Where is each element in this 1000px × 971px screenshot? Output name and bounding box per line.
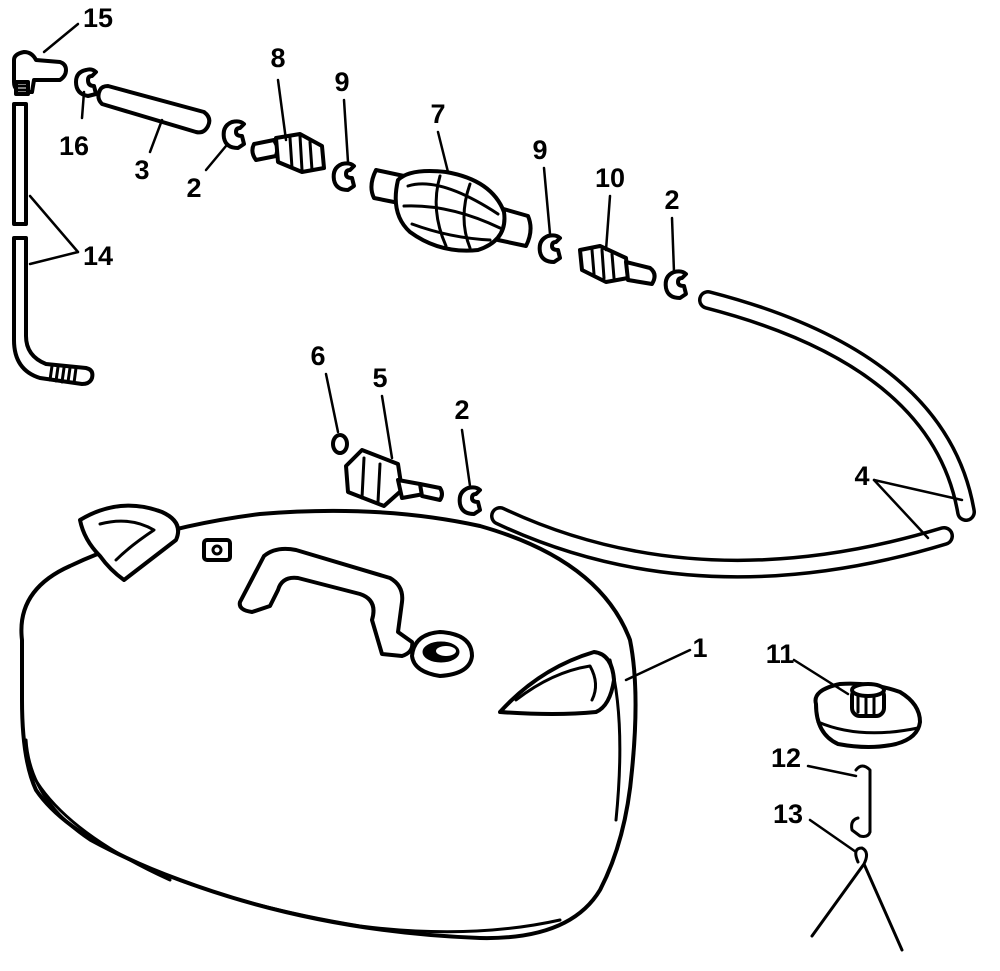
tank-connector-5 <box>344 448 444 508</box>
tube-thread <box>48 364 78 385</box>
clamp-9-left <box>331 161 356 192</box>
callout-7: 7 <box>430 99 445 129</box>
callout-14: 14 <box>83 241 113 271</box>
callout-9-right: 9 <box>532 135 547 165</box>
clamp-2-upper-right <box>663 269 688 300</box>
elbow-fitting-15 <box>12 50 68 96</box>
callout-labels: 15 16 3 2 8 9 7 9 10 2 14 6 5 2 4 1 11 1… <box>59 3 870 829</box>
callout-5: 5 <box>372 363 387 393</box>
callout-1: 1 <box>692 633 707 663</box>
spring-clip-13 <box>810 846 904 952</box>
fuel-hose-4 <box>490 290 976 579</box>
clamp-9-right <box>537 233 562 264</box>
callout-13: 13 <box>773 799 803 829</box>
callout-4: 4 <box>854 461 869 491</box>
fuel-tank-1 <box>19 503 638 941</box>
callout-15: 15 <box>83 3 113 33</box>
clamp-2-upper-left <box>221 119 246 150</box>
callout-16: 16 <box>59 131 89 161</box>
o-ring-6 <box>331 433 349 455</box>
callout-12: 12 <box>771 743 801 773</box>
connector-10 <box>578 244 657 286</box>
callout-2-middle: 2 <box>454 395 469 425</box>
primer-bulb-7 <box>369 168 533 253</box>
hose-3 <box>96 84 212 135</box>
clamp-2-middle <box>457 485 482 516</box>
hook-12 <box>850 764 872 838</box>
leader-lines <box>28 22 964 854</box>
pickup-tube-14 <box>12 102 95 386</box>
clamp-16 <box>74 67 98 98</box>
callout-10: 10 <box>595 163 625 193</box>
callout-8: 8 <box>270 43 285 73</box>
callout-9-left: 9 <box>334 67 349 97</box>
callout-2-upper-left: 2 <box>186 173 201 203</box>
callout-6: 6 <box>310 341 325 371</box>
connector-8 <box>250 132 326 174</box>
callout-11: 11 <box>766 639 795 669</box>
callout-2-upper-right: 2 <box>664 185 679 215</box>
fuel-cap-11 <box>813 681 922 749</box>
callout-3: 3 <box>134 155 149 185</box>
